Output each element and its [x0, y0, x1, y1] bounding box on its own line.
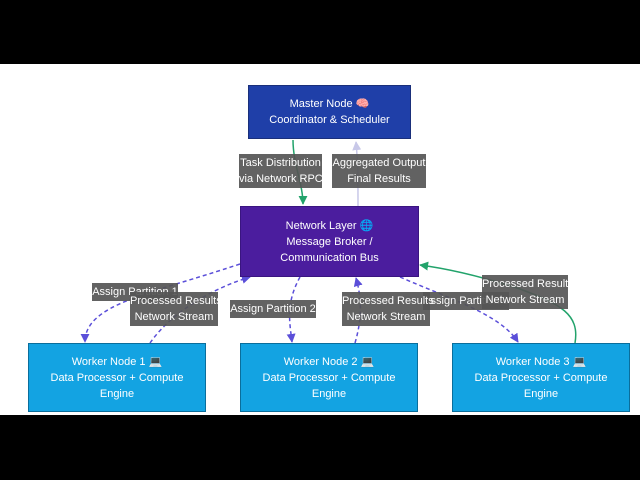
label-processed-results-2-line2: Network Stream [346, 311, 426, 323]
worker1-title: Worker Node 1 💻 [71, 355, 163, 368]
label-processed-results-2: Processed Results Network Stream [342, 292, 434, 326]
label-processed-results-3: Processed Results Network Stream [482, 275, 574, 309]
label-assign-partition-2: Assign Partition 2 [230, 300, 316, 318]
master-node-title: Master Node 🧠 [289, 98, 370, 110]
worker-node-3: Worker Node 3 💻 Data Processor + Compute… [452, 343, 630, 412]
label-aggregated-output: Aggregated Output Final Results [332, 154, 426, 188]
label-processed-results-2-line1: Processed Results [342, 295, 434, 307]
worker-node-1: Worker Node 1 💻 Data Processor + Compute… [28, 343, 206, 412]
diagram-canvas: Master Node 🧠 Coordinator & Scheduler Ne… [0, 64, 640, 415]
label-task-distribution-line1: Task Distribution [240, 157, 321, 169]
worker3-line3: Engine [523, 387, 559, 400]
label-processed-results-1: Processed Results Network Stream [130, 292, 222, 326]
worker2-title: Worker Node 2 💻 [283, 355, 375, 368]
network-node-title: Network Layer 🌐 [285, 219, 374, 232]
label-processed-results-3-line2: Network Stream [485, 294, 565, 306]
worker2-line2: Data Processor + Compute [262, 371, 396, 384]
worker3-line2: Data Processor + Compute [474, 371, 608, 384]
label-task-distribution-line2: via Network RPC [239, 173, 323, 185]
label-aggregated-output-line2: Final Results [347, 173, 411, 185]
worker-node-2: Worker Node 2 💻 Data Processor + Compute… [240, 343, 418, 412]
master-node-subtitle: Coordinator & Scheduler [269, 114, 390, 126]
network-node-line3: Communication Bus [280, 251, 379, 264]
label-aggregated-output-line1: Aggregated Output [332, 157, 426, 169]
label-task-distribution: Task Distribution via Network RPC [239, 154, 323, 188]
label-assign-partition-2-line1: Assign Partition 2 [230, 303, 316, 315]
worker3-title: Worker Node 3 💻 [495, 355, 587, 368]
master-node: Master Node 🧠 Coordinator & Scheduler [248, 85, 411, 139]
label-processed-results-1-line1: Processed Results [130, 295, 222, 307]
label-processed-results-1-line2: Network Stream [134, 311, 214, 323]
edge-processed-results-2 [353, 277, 363, 344]
worker1-line3: Engine [99, 387, 135, 400]
edge-assign-partition-1 [80, 263, 241, 343]
network-layer-node: Network Layer 🌐 Message Broker / Communi… [240, 206, 419, 277]
label-processed-results-3-line1: Processed Results [482, 278, 574, 290]
network-node-line2: Message Broker / [286, 235, 373, 248]
worker1-line2: Data Processor + Compute [50, 371, 184, 384]
worker2-line3: Engine [311, 387, 347, 400]
